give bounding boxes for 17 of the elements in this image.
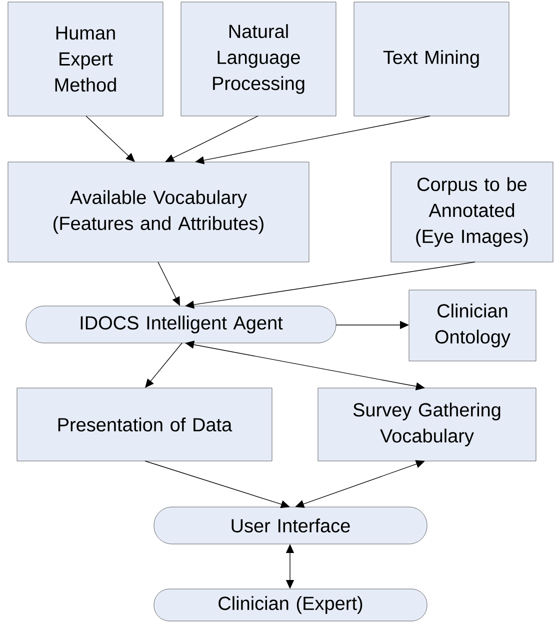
process-box: Clinician Ontology <box>408 290 536 362</box>
terminal-pill: Clinician (Expert) <box>154 588 428 622</box>
arrow <box>144 460 290 508</box>
process-box: Text Mining <box>354 2 510 116</box>
terminal-pill: IDOCS Intelligent Agent <box>26 306 336 344</box>
arrow <box>295 460 425 508</box>
process-box: Presentation of Data <box>16 388 272 462</box>
process-box: Corpus to be Annotated (Eye Images) <box>390 162 554 262</box>
arrow <box>165 116 258 162</box>
terminal-pill: User Interface <box>154 506 428 544</box>
process-box: Natural Language Processing <box>180 2 336 116</box>
arrow <box>158 262 180 306</box>
process-box: Human Expert Method <box>8 2 164 116</box>
process-box: Available Vocabulary (Features and Attributes) <box>8 162 310 262</box>
arrow <box>145 342 182 388</box>
process-box: Survey Gathering Vocabulary <box>318 388 536 462</box>
arrow <box>86 116 135 162</box>
